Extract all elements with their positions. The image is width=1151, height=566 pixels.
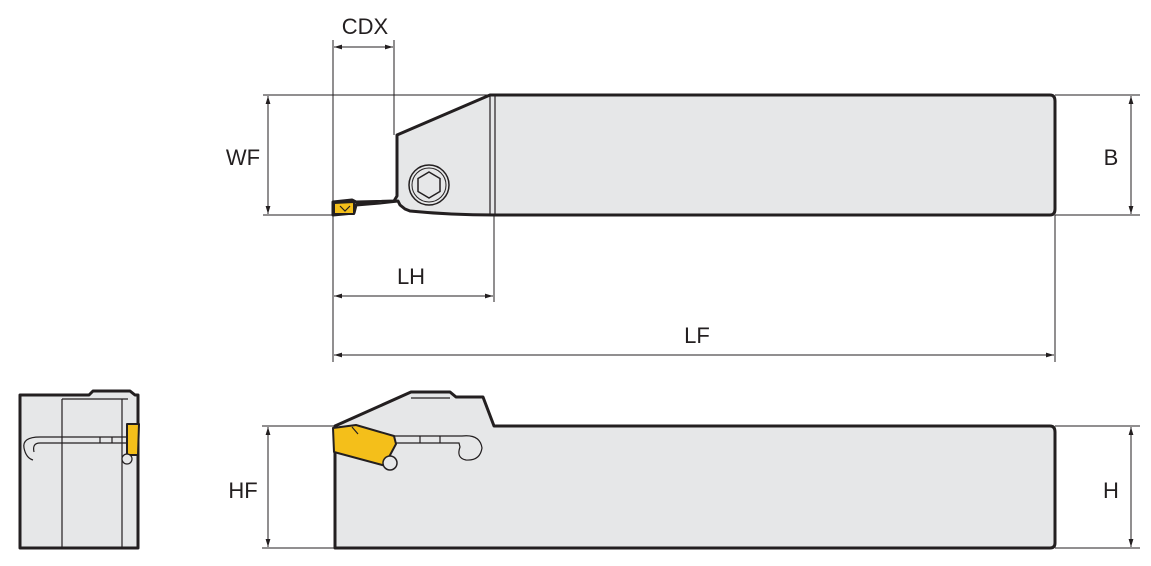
end-view-insert-icon: [126, 423, 140, 456]
side-view-body: [333, 390, 1057, 550]
top-view: [331, 93, 1057, 217]
label-wf: WF: [226, 145, 260, 170]
label-lh: LH: [397, 264, 425, 289]
label-b: B: [1104, 145, 1119, 170]
clamp-screw-ring: [411, 167, 447, 203]
end-view: [18, 389, 140, 550]
side-view-pin-icon: [382, 455, 398, 471]
clamp-screw-icon: [408, 164, 450, 206]
top-view-insert-mark: [339, 205, 351, 212]
side-view-insert-icon: [332, 424, 397, 467]
top-view-insert-icon: [333, 201, 355, 215]
label-hf: HF: [228, 478, 257, 503]
end-view-channel: [23, 436, 126, 461]
label-lf: LF: [684, 323, 710, 348]
label-h: H: [1103, 478, 1119, 503]
side-view: [332, 390, 1057, 550]
side-view-slot-channel: [392, 435, 483, 461]
side-view-insert-edge: [351, 426, 359, 435]
end-view-pin-icon: [121, 453, 133, 465]
end-view-body: [18, 389, 140, 550]
label-cdx: CDX: [342, 14, 389, 39]
hex-socket-icon: [417, 171, 441, 199]
dimension-lines: [262, 40, 1140, 549]
